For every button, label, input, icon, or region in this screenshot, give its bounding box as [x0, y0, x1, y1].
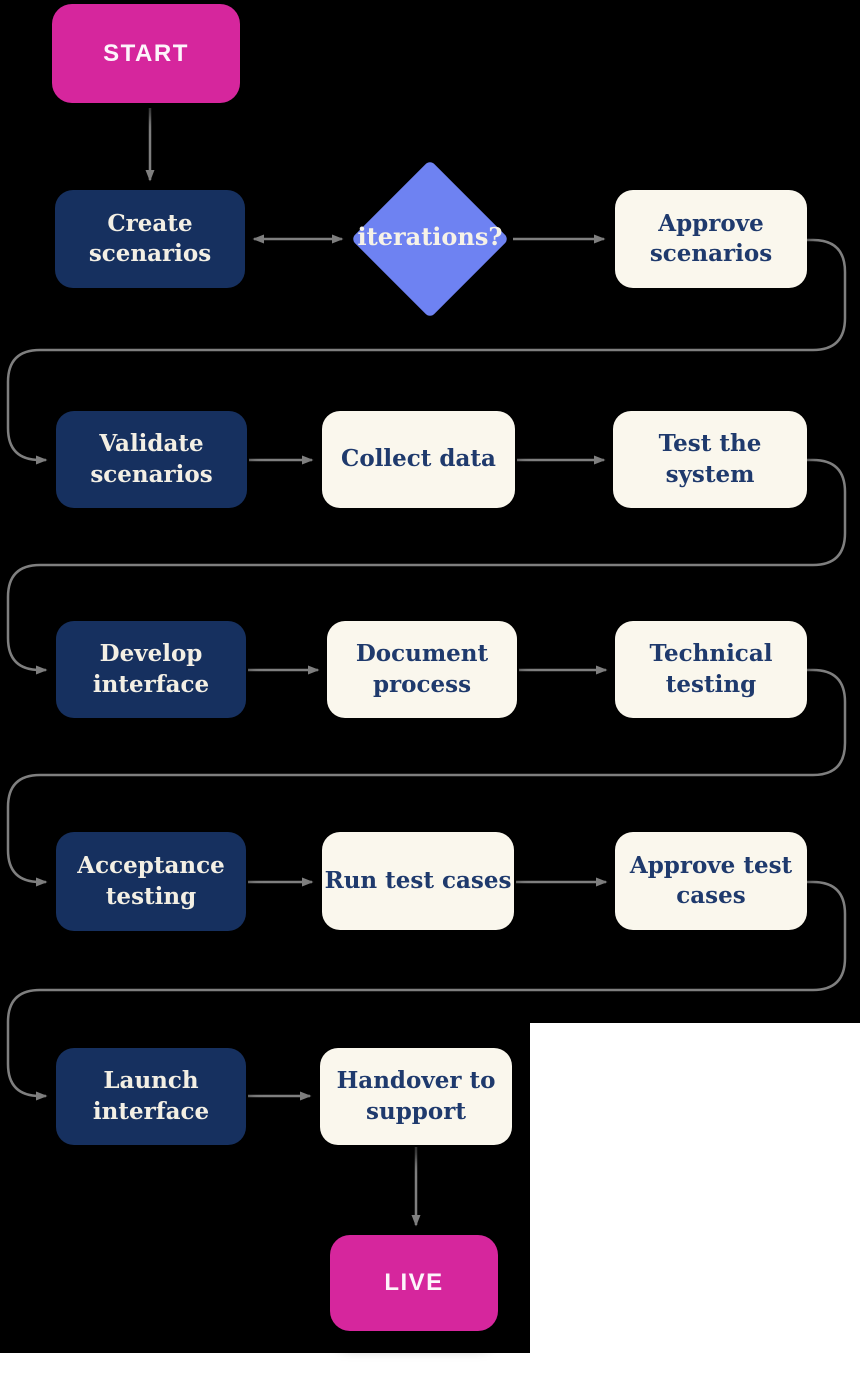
- node-test-the-system: Test the system: [613, 411, 807, 508]
- node-acceptance-testing: Acceptance testing: [56, 832, 246, 931]
- node-develop-interface-label: Develop interface: [92, 640, 210, 698]
- node-validate-scenarios-label: Validate scenarios: [90, 430, 213, 488]
- node-collect-data: Collect data: [322, 411, 515, 508]
- node-create-scenarios: Create scenarios: [55, 190, 245, 288]
- node-develop-interface: Develop interface: [56, 621, 246, 718]
- node-document-process: Document process: [327, 621, 517, 718]
- node-live: LIVE: [330, 1235, 498, 1331]
- node-collect-data-label: Collect data: [341, 445, 496, 473]
- node-create-scenarios-label: Create scenarios: [88, 209, 212, 267]
- background-white-patch: [530, 1023, 860, 1353]
- node-acceptance-testing-label: Acceptance testing: [77, 852, 225, 910]
- node-approve-scenarios-label: Approve scenarios: [649, 209, 773, 267]
- node-technical-testing-label: Technical testing: [649, 640, 773, 698]
- node-document-process-label: Document process: [355, 640, 489, 698]
- node-start-label: START: [103, 39, 189, 67]
- node-approve-test-cases-label: Approve test cases: [629, 851, 793, 909]
- node-start: START: [52, 4, 240, 103]
- node-iterations-label: iterations?: [357, 222, 503, 251]
- node-launch-interface-label: Launch interface: [92, 1067, 210, 1125]
- node-technical-testing: Technical testing: [615, 621, 807, 718]
- node-run-test-cases-label: Run test cases: [324, 866, 512, 894]
- node-handover-to-support-label: Handover to support: [336, 1067, 496, 1125]
- node-handover-to-support: Handover to support: [320, 1048, 512, 1145]
- node-validate-scenarios: Validate scenarios: [56, 411, 247, 508]
- node-approve-scenarios: Approve scenarios: [615, 190, 807, 288]
- node-launch-interface: Launch interface: [56, 1048, 246, 1145]
- node-run-test-cases: Run test cases: [322, 832, 514, 930]
- node-approve-test-cases: Approve test cases: [615, 832, 807, 930]
- node-live-label: LIVE: [384, 1269, 444, 1297]
- node-test-the-system-label: Test the system: [658, 430, 762, 488]
